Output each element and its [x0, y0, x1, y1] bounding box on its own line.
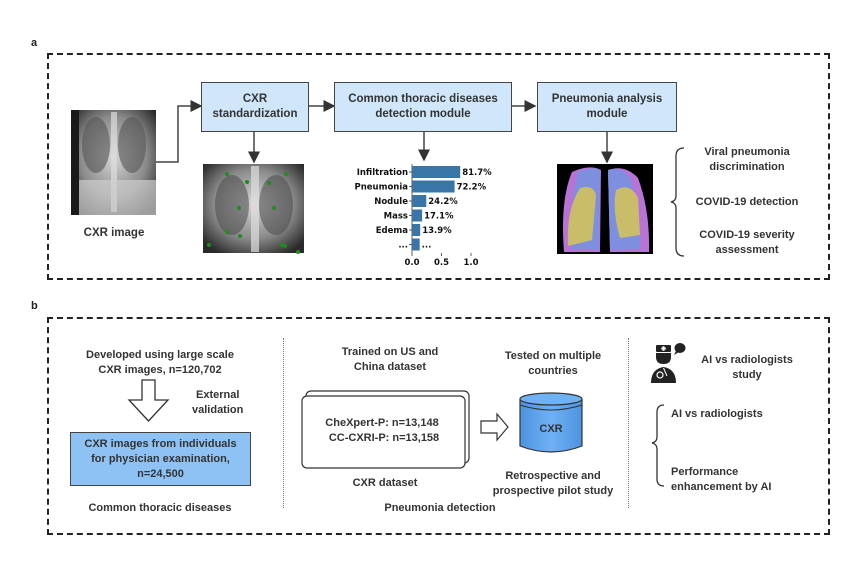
- performance-enhancement-item: Performance enhancement by AI: [671, 465, 811, 495]
- cxr-database-icon: [519, 392, 583, 453]
- connector-input-to-standardization: [156, 100, 203, 163]
- outcomes-brace: [670, 147, 685, 257]
- section-divider: [283, 338, 284, 508]
- pneumonia-detection-caption: Pneumonia detection: [384, 502, 496, 514]
- ai-study-brace: [651, 404, 665, 487]
- detection-module: Common thoracic diseases detection module: [334, 82, 512, 132]
- cxr-input-image: [71, 110, 156, 215]
- ai-vs-radiologists-item: AI vs radiologists: [671, 408, 763, 420]
- text-line: Tested on multiple: [504, 350, 602, 362]
- doctor-icon: [651, 343, 686, 383]
- panel-b-label: b: [31, 300, 38, 312]
- text-line: countries: [528, 365, 578, 377]
- retrospective-text: Retrospective and prospective pilot study: [480, 469, 626, 499]
- outcome-line: COVID-19 severity: [699, 229, 795, 241]
- text-line: prospective pilot study: [492, 485, 614, 497]
- cxr-image-caption: CXR image: [83, 227, 145, 239]
- text-line: Developed using large scale: [86, 349, 234, 361]
- common-thoracic-caption: Common thoracic diseases: [88, 502, 232, 514]
- database-label: CXR: [539, 423, 563, 435]
- module-title-line2: detection module: [375, 108, 471, 120]
- text-line: study: [732, 369, 762, 381]
- panel-a-label: a: [31, 37, 38, 49]
- cxr-standardized-image: [203, 164, 304, 254]
- module-title-line2: standardization: [212, 108, 298, 120]
- external-validation-arrow: [127, 379, 170, 422]
- dataset-to-test-arrow: [480, 412, 509, 442]
- text-line: n=24,500: [137, 467, 184, 480]
- cxr-dataset-caption: CXR dataset: [352, 477, 418, 489]
- outcome-viral-pneumonia: Viral pneumonia discrimination: [682, 145, 812, 175]
- text-line: CXR images, n=120,702: [98, 364, 222, 376]
- lung-segmentation-image: [557, 164, 653, 254]
- module-title-line2: module: [586, 108, 628, 120]
- physician-exam-box: CXR images from individuals for physician…: [70, 432, 251, 486]
- dataset-cheXpert: CheXpert-P: n=13,148: [325, 417, 439, 429]
- outcome-line: COVID-19 detection: [695, 196, 799, 208]
- external-validation-text: External validation: [192, 388, 272, 418]
- panel-b-frame: [47, 317, 830, 535]
- text-line: enhancement by AI: [671, 481, 772, 493]
- outcome-line: discrimination: [709, 161, 785, 173]
- section-divider: [628, 338, 629, 508]
- text-line: External: [196, 389, 240, 401]
- outcome-line: assessment: [715, 244, 779, 256]
- text-line: CXR images from individuals: [84, 437, 237, 450]
- text-line: Performance: [671, 466, 739, 478]
- text-line: validation: [192, 404, 244, 416]
- dataset-card-stack: [301, 390, 470, 469]
- pneumonia-analysis-module: Pneumonia analysis module: [537, 82, 677, 132]
- text-line: China dataset: [353, 361, 427, 373]
- text-line: for physician examination,: [91, 452, 230, 465]
- text-line: AI vs radiologists: [701, 354, 793, 366]
- physician-exam-text: CXR images from individuals for physician…: [84, 437, 236, 482]
- outcome-covid-severity: COVID-19 severity assessment: [682, 228, 812, 258]
- module-title: Common thoracic diseases: [348, 93, 498, 105]
- dataset-cc-cxri: CC-CXRI-P: n=13,158: [328, 432, 440, 444]
- ai-study-title: AI vs radiologists study: [682, 353, 812, 383]
- outcome-covid-detection: COVID-19 detection: [682, 195, 812, 210]
- cxr-standardization-module: CXR standardization: [201, 82, 309, 132]
- panel-a-frame: [47, 53, 830, 280]
- text-line: Trained on US and: [341, 346, 439, 358]
- module-title: Pneumonia analysis: [551, 93, 663, 105]
- tested-text: Tested on multiple countries: [488, 349, 618, 379]
- landmark-points: [207, 172, 300, 254]
- outcome-line: Viral pneumonia: [704, 146, 790, 158]
- module-title: CXR: [242, 93, 268, 105]
- text-line: Retrospective and: [505, 470, 601, 482]
